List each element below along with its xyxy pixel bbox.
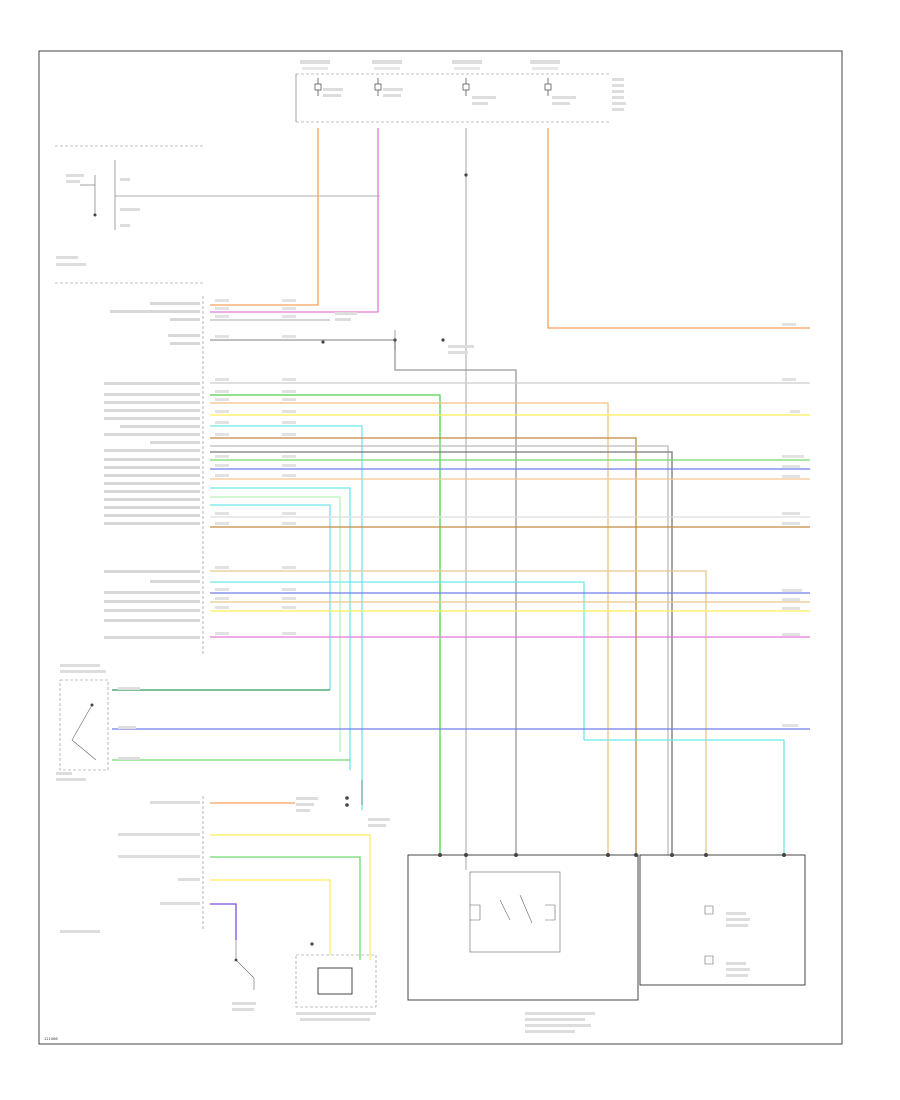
wire-runs (112, 128, 810, 960)
fuse-block-label (372, 60, 402, 64)
fuse-block (295, 60, 626, 123)
solenoid-body (407, 853, 639, 1033)
diagram-frame (38, 50, 843, 1045)
fuse-block-label (452, 60, 482, 64)
figure-id: 121066 (44, 1037, 58, 1041)
data-link-connector (55, 145, 380, 284)
fuse-block-label (300, 60, 330, 64)
powertrain-module-connector (56, 772, 390, 1021)
fuse-symbols (314, 78, 552, 96)
fuse-block-label (530, 60, 560, 64)
fuse-label (454, 67, 480, 70)
fuse-text (323, 78, 626, 111)
ecm-pin-labels (104, 299, 804, 727)
fuse-label (532, 67, 558, 70)
speed-sensor-box (639, 853, 806, 986)
fuse-label (302, 67, 328, 70)
fuse-label (374, 67, 400, 70)
ignition-splice (321, 173, 474, 354)
position-sensor (59, 664, 140, 771)
